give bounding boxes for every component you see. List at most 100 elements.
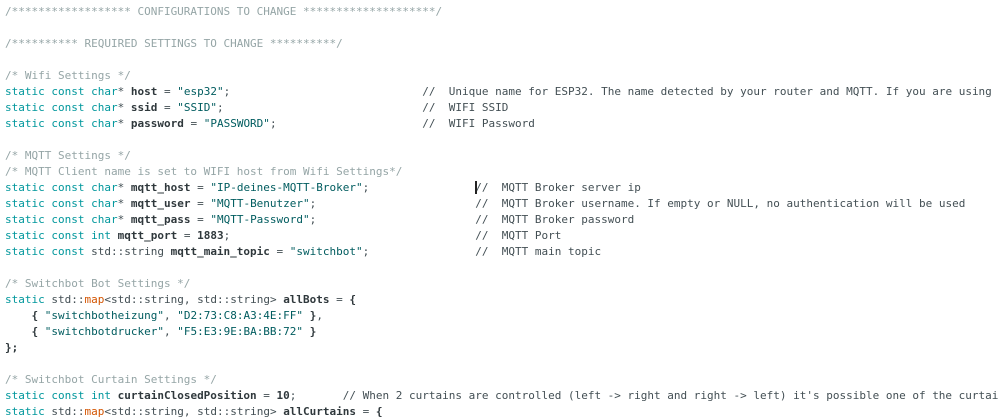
code-token: <std::string, std::string>: [104, 293, 284, 306]
code-token: ;: [362, 245, 476, 258]
code-token: static const int: [5, 229, 111, 242]
code-token: allCurtains: [283, 405, 357, 418]
code-token: ;: [362, 181, 476, 194]
code-token: // MQTT main topic: [475, 245, 602, 258]
code-token: curtainClosedPosition: [117, 389, 257, 402]
code-token: "SSID": [177, 101, 217, 114]
code-line: /* Wifi Settings */: [5, 68, 1007, 84]
code-line: static std::map<std::string, std::string…: [5, 292, 1007, 308]
code-token: [111, 229, 118, 242]
code-line: static const char* password = "PASSWORD"…: [5, 116, 1007, 132]
code-token: };: [5, 341, 19, 354]
code-token: "F5:E3:9E:BA:BB:72": [177, 325, 304, 338]
code-token: "switchbotheizung": [44, 309, 164, 322]
code-token: /********** REQUIRED SETTINGS TO CHANGE …: [5, 37, 343, 50]
code-token: *: [117, 181, 131, 194]
code-token: // When 2 curtains are controlled (left …: [342, 389, 999, 402]
code-token: ;: [269, 117, 423, 130]
code-token: ssid: [130, 101, 158, 114]
code-token: mqtt_user: [130, 197, 191, 210]
code-line: static const int curtainClosedPosition =…: [5, 388, 1007, 404]
code-token: /* MQTT Client name is set to WIFI host …: [5, 165, 403, 178]
code-token: mqtt_host: [130, 181, 191, 194]
code-token: // WIFI Password: [422, 117, 535, 130]
code-token: [303, 325, 310, 338]
code-token: {: [349, 293, 357, 306]
code-token: =: [356, 405, 376, 418]
code-token: mqtt_pass: [130, 213, 191, 226]
code-token: =: [269, 245, 290, 258]
code-token: host: [130, 85, 158, 98]
code-token: ;: [289, 389, 343, 402]
code-token: *: [117, 197, 131, 210]
code-token: "switchbotdrucker": [44, 325, 164, 338]
code-token: ;: [223, 85, 423, 98]
code-line: static const char* mqtt_pass = "MQTT-Pas…: [5, 212, 1007, 228]
code-line: static const int mqtt_port = 1883; // MQ…: [5, 228, 1007, 244]
code-token: 10: [276, 389, 290, 402]
code-token: map: [84, 293, 105, 306]
code-line: { "switchbotdrucker", "F5:E3:9E:BA:BB:72…: [5, 324, 1007, 340]
code-line: [5, 356, 1007, 372]
code-token: *: [117, 213, 131, 226]
code-token: "MQTT-Password": [210, 213, 310, 226]
code-token: ;: [309, 197, 476, 210]
code-token: }: [309, 325, 317, 338]
code-token: {: [31, 309, 39, 322]
code-token: std::string: [84, 245, 171, 258]
code-token: [303, 309, 310, 322]
code-token: static const int: [5, 389, 111, 402]
code-token: std::: [44, 405, 85, 418]
code-line: /* MQTT Client name is set to WIFI host …: [5, 164, 1007, 180]
code-line: /* Switchbot Bot Settings */: [5, 276, 1007, 292]
code-token: std::: [44, 293, 85, 306]
code-token: [38, 325, 45, 338]
code-token: static: [5, 405, 45, 418]
code-line: static const char* host = "esp32"; // Un…: [5, 84, 1007, 100]
code-token: *: [117, 117, 131, 130]
code-token: }: [309, 309, 317, 322]
code-token: ,: [163, 325, 178, 338]
code-token: /* Wifi Settings */: [5, 69, 131, 82]
code-line: static const char* mqtt_user = "MQTT-Ben…: [5, 196, 1007, 212]
code-token: /* MQTT Settings */: [5, 149, 131, 162]
code-token: // Unique name for ESP32. The name detec…: [422, 85, 992, 98]
code-token: [111, 389, 118, 402]
code-line: [5, 132, 1007, 148]
code-token: =: [183, 117, 204, 130]
code-token: // MQTT Broker username. If empty or NUL…: [475, 197, 966, 210]
code-token: static const char: [5, 213, 118, 226]
code-line: /* Switchbot Curtain Settings */: [5, 372, 1007, 388]
code-token: "IP-deines-MQTT-Broker": [210, 181, 363, 194]
code-token: ;: [216, 101, 423, 114]
code-token: ;: [309, 213, 476, 226]
code-line: /* MQTT Settings */: [5, 148, 1007, 164]
code-token: mqtt_port: [117, 229, 178, 242]
code-token: static const char: [5, 197, 118, 210]
code-token: 1883: [197, 229, 224, 242]
code-line: /****************** CONFIGURATIONS TO CH…: [5, 4, 1007, 20]
code-token: static const char: [5, 181, 118, 194]
code-token: *: [117, 101, 131, 114]
code-token: static const char: [5, 101, 118, 114]
code-line: [5, 20, 1007, 36]
code-line: { "switchbotheizung", "D2:73:C8:A3:4E:FF…: [5, 308, 1007, 324]
code-token: =: [190, 197, 211, 210]
code-line: };: [5, 340, 1007, 356]
code-token: =: [190, 213, 211, 226]
code-token: static const: [5, 245, 85, 258]
code-token: "switchbot": [289, 245, 363, 258]
code-token: =: [157, 85, 178, 98]
code-token: ;: [223, 229, 476, 242]
code-token: // MQTT Port: [475, 229, 562, 242]
code-token: /* Switchbot Curtain Settings */: [5, 373, 217, 386]
code-token: allBots: [283, 293, 330, 306]
code-token: static const char: [5, 85, 118, 98]
code-line: static std::map<std::string, std::string…: [5, 404, 1007, 420]
code-token: =: [256, 389, 277, 402]
code-token: "PASSWORD": [203, 117, 270, 130]
code-token: password: [130, 117, 184, 130]
code-token: {: [31, 325, 39, 338]
text-caret: [475, 180, 478, 194]
